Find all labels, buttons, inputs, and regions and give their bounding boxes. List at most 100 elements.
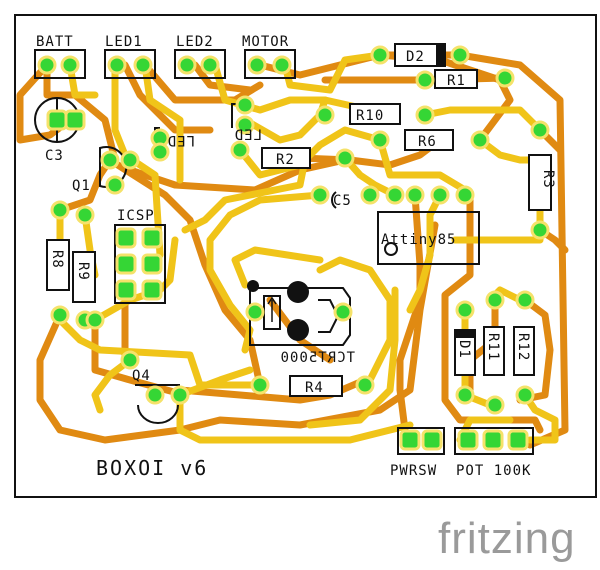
r10-label: R10 bbox=[356, 108, 384, 124]
pad bbox=[495, 68, 515, 88]
d2-label: D2 bbox=[406, 49, 425, 65]
r1-body bbox=[434, 69, 478, 89]
trace bbox=[256, 51, 569, 449]
trace bbox=[91, 356, 134, 414]
d2-cathode-band bbox=[436, 44, 444, 66]
pad bbox=[485, 395, 505, 415]
pad bbox=[170, 385, 190, 405]
pad bbox=[230, 140, 250, 160]
trace bbox=[231, 246, 324, 289]
c3-label: C3 bbox=[45, 148, 64, 164]
pad bbox=[133, 55, 153, 75]
r4-label: R4 bbox=[305, 380, 324, 396]
pad bbox=[421, 429, 443, 451]
r2-label: R2 bbox=[276, 152, 295, 168]
trace bbox=[211, 61, 374, 114]
pad bbox=[430, 185, 450, 205]
pad bbox=[115, 253, 137, 275]
attiny85-pin1-mark bbox=[384, 242, 398, 256]
pad bbox=[250, 375, 270, 395]
trace bbox=[191, 61, 254, 94]
q4-outline bbox=[137, 404, 179, 424]
pad bbox=[455, 385, 475, 405]
pad bbox=[115, 227, 137, 249]
batt-label: BATT bbox=[36, 34, 74, 50]
r10-body bbox=[349, 103, 401, 125]
trace bbox=[441, 191, 544, 434]
pad bbox=[46, 109, 68, 131]
tcrt5000-mark bbox=[247, 280, 259, 292]
attiny85-outline bbox=[377, 211, 480, 265]
pad bbox=[515, 385, 535, 405]
pad bbox=[141, 253, 163, 275]
trace bbox=[181, 156, 309, 234]
pad bbox=[455, 185, 475, 205]
pad bbox=[60, 55, 80, 75]
pad bbox=[482, 429, 504, 451]
pad bbox=[200, 55, 220, 75]
trace bbox=[126, 156, 349, 194]
pad bbox=[370, 45, 390, 65]
board-title: BOXOI v6 bbox=[96, 456, 208, 480]
r2-body bbox=[261, 147, 311, 169]
r4-body bbox=[289, 375, 343, 397]
r12-body bbox=[513, 326, 535, 376]
pad bbox=[120, 150, 140, 170]
pad bbox=[515, 290, 535, 310]
batt-connector-outline bbox=[34, 49, 86, 79]
r3-label: R3 bbox=[540, 170, 556, 189]
pad bbox=[235, 95, 255, 115]
pad bbox=[247, 55, 267, 75]
led-mirror-2-label: LED bbox=[234, 128, 262, 144]
r11-label: R11 bbox=[485, 333, 501, 361]
pad bbox=[360, 185, 380, 205]
trace bbox=[406, 191, 444, 314]
pad bbox=[310, 185, 330, 205]
pad bbox=[272, 55, 292, 75]
led1-label: LED1 bbox=[105, 34, 143, 50]
d2-body bbox=[394, 43, 446, 67]
pad bbox=[333, 302, 353, 322]
pad bbox=[50, 305, 70, 325]
tcrt5000-label: TCRT5000 bbox=[280, 350, 355, 366]
r6-body bbox=[404, 129, 454, 151]
pad bbox=[235, 115, 255, 135]
pad bbox=[75, 205, 95, 225]
r12-label: R12 bbox=[515, 333, 531, 361]
pwrsw-outline bbox=[397, 427, 445, 455]
r11-body bbox=[483, 326, 505, 376]
pad bbox=[150, 142, 170, 162]
pad bbox=[335, 148, 355, 168]
trace bbox=[341, 154, 399, 199]
trace bbox=[206, 191, 324, 354]
pad bbox=[530, 220, 550, 240]
led1-connector-outline bbox=[104, 49, 156, 79]
r8-label: R8 bbox=[49, 250, 65, 269]
pad bbox=[120, 350, 140, 370]
pad bbox=[100, 150, 120, 170]
motor-label: MOTOR bbox=[242, 34, 289, 50]
attiny85-label: Attiny85 bbox=[381, 232, 456, 248]
pad bbox=[455, 300, 475, 320]
trace bbox=[66, 61, 99, 99]
pad bbox=[245, 302, 265, 322]
pad bbox=[415, 105, 435, 125]
pad bbox=[485, 290, 505, 310]
pad bbox=[50, 200, 70, 220]
r3-body bbox=[528, 154, 552, 211]
trace bbox=[306, 286, 399, 429]
pad bbox=[145, 385, 165, 405]
pad bbox=[355, 375, 375, 395]
trace bbox=[316, 256, 394, 384]
trace bbox=[176, 366, 254, 399]
led2-label: LED2 bbox=[176, 34, 214, 50]
pad bbox=[107, 55, 127, 75]
pad bbox=[415, 70, 435, 90]
pad bbox=[115, 279, 137, 301]
pads bbox=[37, 45, 550, 451]
trace bbox=[421, 106, 544, 134]
tcrt5000-outline bbox=[249, 287, 351, 346]
q1-label: Q1 bbox=[72, 178, 91, 194]
trace bbox=[521, 391, 559, 444]
